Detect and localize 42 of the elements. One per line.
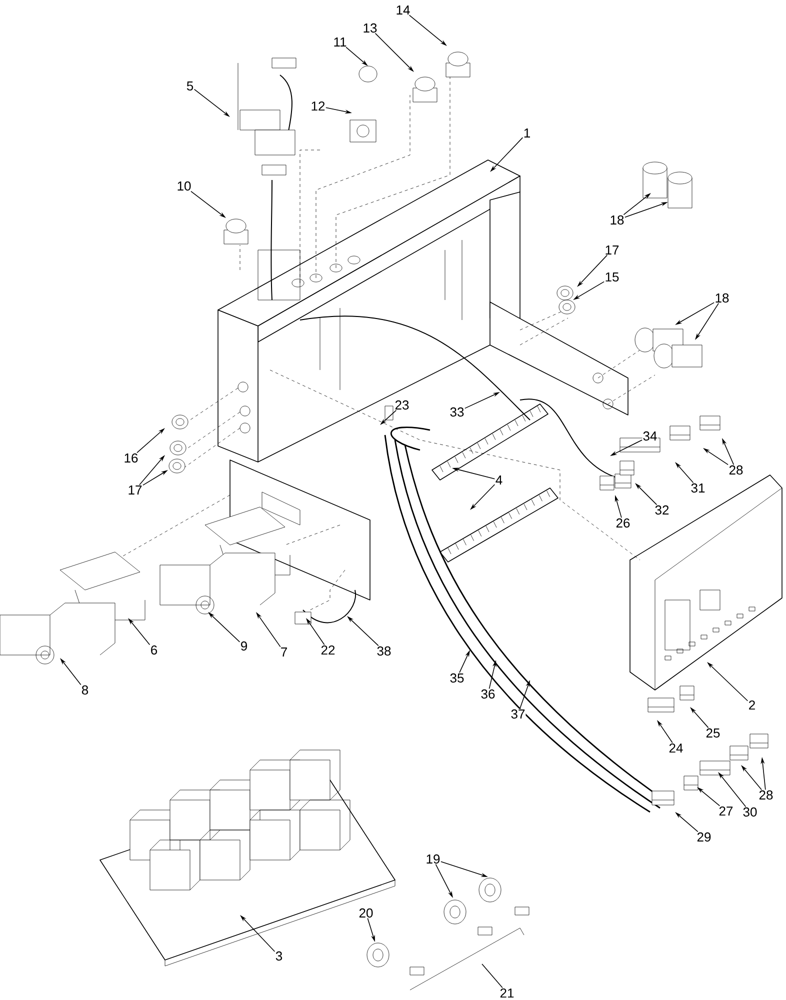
callout-number: 4 <box>494 475 504 485</box>
callout-number: 30 <box>742 806 758 818</box>
callout-number: 19 <box>425 854 441 864</box>
callout-number: 18 <box>609 214 625 226</box>
callout-number: 25 <box>705 728 721 738</box>
callout-number: 33 <box>449 406 465 418</box>
callout-number: 7 <box>280 647 288 657</box>
callout-number: 38 <box>376 646 392 656</box>
callout-number: 22 <box>320 644 336 656</box>
callout-number: 15 <box>604 272 620 282</box>
callout-number: 31 <box>690 482 706 494</box>
callout-number: 26 <box>615 518 631 528</box>
callout-number: 3 <box>274 950 284 962</box>
callout-number: 16 <box>123 452 139 464</box>
callout-number: 20 <box>358 908 374 918</box>
leader-line <box>482 964 503 988</box>
callout-number: 24 <box>668 742 684 754</box>
callout-number: 10 <box>176 180 192 192</box>
callout-number: 5 <box>186 80 194 92</box>
callout-number: 2 <box>748 700 756 710</box>
callout-number: 36 <box>480 688 496 700</box>
callout-number: 12 <box>310 100 326 112</box>
callout-number: 17 <box>127 485 143 495</box>
callout-number: 18 <box>714 292 730 304</box>
callout-number: 8 <box>80 684 90 696</box>
callout-number: 23 <box>394 400 410 410</box>
callout-number: 37 <box>510 708 526 720</box>
callout-number: 17 <box>604 245 620 255</box>
callout-number: 27 <box>718 806 734 816</box>
callout-number: 35 <box>449 672 465 684</box>
callout-number: 9 <box>240 640 248 652</box>
callout-number: 13 <box>362 22 378 34</box>
callout-number: 6 <box>150 644 158 656</box>
callout-number: 1 <box>522 128 532 138</box>
callout-number: 32 <box>654 504 670 516</box>
callout-number: 28 <box>728 464 744 476</box>
callout-number: 28 <box>758 790 774 800</box>
callout-number: 11 <box>332 37 348 47</box>
callout-number: 29 <box>696 832 712 842</box>
callout-number: 34 <box>642 430 658 442</box>
callout-number: 14 <box>395 5 411 15</box>
callout-number: 21 <box>499 988 515 998</box>
